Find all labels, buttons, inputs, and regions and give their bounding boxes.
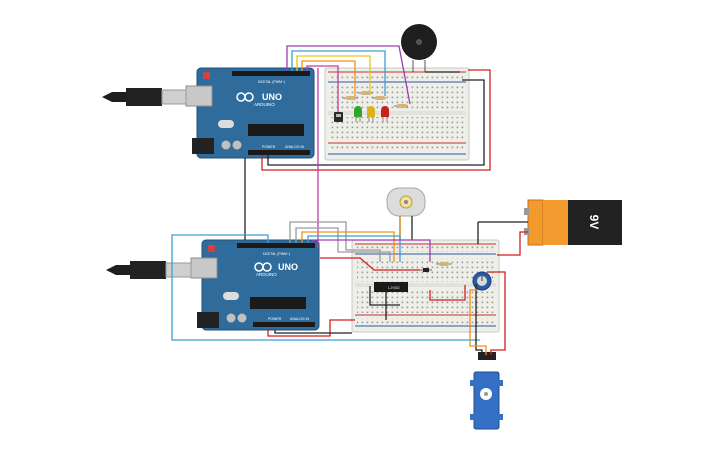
reset-button[interactable] (208, 245, 215, 252)
wires-middle (244, 68, 319, 248)
motor-driver-chip[interactable]: L293D (374, 282, 408, 292)
photo-sensor[interactable] (334, 112, 343, 122)
wire-orange-2[interactable] (301, 231, 395, 262)
power-jack (197, 312, 219, 328)
digital-label: DIGITAL (PWM~) (263, 252, 290, 256)
wire-red-power[interactable] (261, 69, 491, 171)
dc-motor-icon[interactable] (386, 187, 426, 240)
power-analog-header (253, 322, 315, 327)
wire-servo-signal[interactable] (469, 289, 487, 355)
chip-label: L293D (388, 285, 400, 290)
analog-label: ANALOG IN (285, 145, 305, 149)
atmega-chip (248, 124, 304, 136)
battery-icon[interactable]: 9V (524, 199, 622, 246)
usb-port (185, 85, 213, 107)
wires-top (261, 45, 491, 171)
wire-purple-2[interactable] (311, 239, 431, 262)
crystal (223, 292, 239, 300)
power-label: POWER (262, 145, 276, 149)
wire-magenta[interactable] (306, 65, 339, 112)
buzzer-icon[interactable] (401, 24, 437, 72)
usb-port (190, 257, 218, 279)
breadboard-top[interactable] (324, 67, 470, 161)
wires-bottom (171, 221, 528, 355)
wire-servo-gnd[interactable] (475, 284, 483, 355)
wire-blue[interactable] (291, 50, 386, 96)
servo-icon[interactable] (470, 352, 503, 430)
battery-label: 9V (587, 215, 601, 230)
resistor-3[interactable] (372, 96, 386, 100)
resistor-5[interactable] (436, 262, 452, 266)
terminal-strip-b (330, 117, 464, 141)
digital-label: DIGITAL (PWM~) (258, 80, 285, 84)
wire-purple[interactable] (286, 45, 411, 105)
wire-blue-2[interactable] (307, 235, 401, 262)
wire-black-gnd-2[interactable] (274, 330, 352, 334)
wire-yellow[interactable] (296, 55, 371, 92)
wire-orange[interactable] (301, 60, 356, 96)
center-channel (328, 111, 466, 115)
resistor-1[interactable] (343, 96, 358, 100)
board-brand: ARDUINO (254, 102, 275, 107)
reset-button[interactable] (203, 72, 210, 79)
wire-servo-power[interactable] (487, 271, 506, 355)
board-brand: ARDUINO (256, 272, 277, 277)
board-model: UNO (262, 92, 282, 102)
usb-plug-icon[interactable] (106, 261, 192, 279)
wire-black-gnd[interactable] (267, 79, 485, 166)
resistor-4[interactable] (394, 104, 408, 108)
crystal (218, 120, 234, 128)
power-jack (192, 138, 214, 154)
wire-blue-long[interactable] (171, 234, 480, 341)
led-green[interactable] (354, 106, 362, 122)
analog-label: ANALOG IN (290, 317, 310, 321)
board-model: UNO (278, 262, 298, 272)
wire-red-signal[interactable] (320, 257, 420, 271)
wire-battery-pos[interactable] (497, 231, 528, 256)
arduino-uno-bottom[interactable]: ARDUINO UNO DIGITAL (PWM~) POWER ANALOG … (190, 239, 320, 331)
power-label: POWER (268, 317, 282, 321)
led-yellow[interactable] (367, 106, 375, 122)
atmega-chip (250, 297, 306, 309)
digital-header (232, 71, 310, 76)
arduino-uno-top[interactable]: ARDUINO UNO DIGITAL (PWM~) POWER ANALOG … (185, 67, 315, 159)
potentiometer-icon[interactable] (472, 271, 492, 291)
power-analog-header (248, 150, 310, 155)
diode[interactable] (420, 268, 432, 272)
wire-red-5v[interactable] (267, 319, 355, 337)
usb-plug-icon[interactable] (102, 88, 187, 106)
digital-header (237, 243, 315, 248)
led-red[interactable] (381, 106, 389, 122)
resistor-2[interactable] (358, 91, 373, 95)
